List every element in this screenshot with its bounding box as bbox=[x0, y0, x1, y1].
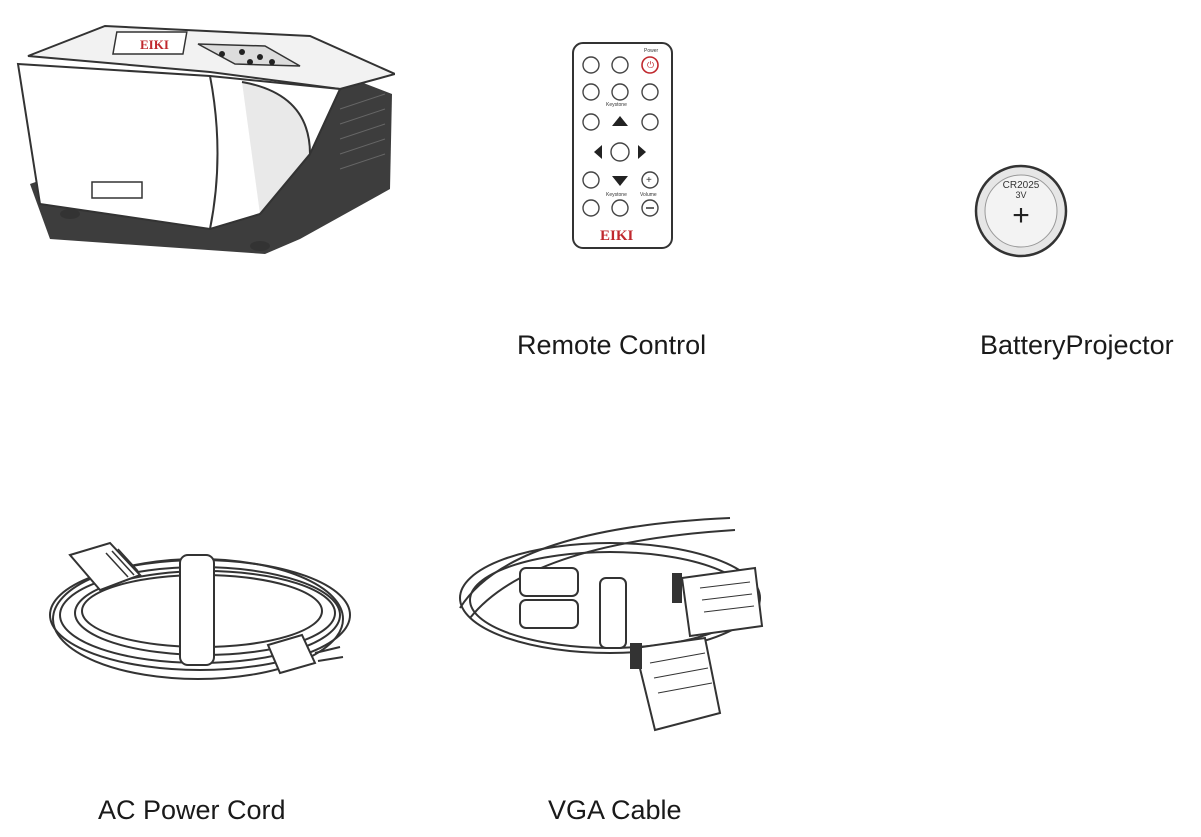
menu-button bbox=[610, 142, 630, 162]
power-cord-image bbox=[40, 535, 360, 695]
arrow-right-icon bbox=[638, 145, 646, 159]
projector-brand: EIKI bbox=[140, 37, 169, 52]
remote-control-caption: Remote Control bbox=[517, 330, 707, 360]
remote-control-icon: Power ⏻ Keystone + Keystone Volume EIKI bbox=[572, 42, 673, 249]
battery-caption: BatteryProjector bbox=[980, 330, 1174, 360]
arrow-down-icon bbox=[612, 176, 628, 186]
projector-icon: EIKI bbox=[16, 24, 395, 254]
battery-model: CR2025 bbox=[1003, 180, 1040, 191]
remote-keystone-label-top: Keystone bbox=[606, 102, 627, 108]
volume-plus-icon: + bbox=[646, 175, 652, 186]
battery-icon: CR2025 3V + bbox=[974, 164, 1068, 258]
power-icon: ⏻ bbox=[647, 60, 654, 70]
remote-control-image: Power ⏻ Keystone + Keystone Volume EIKI bbox=[570, 40, 675, 252]
vga-cable-image bbox=[450, 508, 780, 743]
vga-cable-icon bbox=[459, 517, 764, 732]
battery-plus-icon: + bbox=[1012, 199, 1030, 232]
power-cord-icon bbox=[49, 541, 351, 680]
battery-image: CR2025 3V + bbox=[973, 163, 1073, 263]
power-cord-caption: AC Power Cord bbox=[98, 795, 286, 825]
remote-keystone-label-bottom: Keystone bbox=[606, 192, 627, 198]
arrow-left-icon bbox=[594, 145, 602, 159]
battery-voltage: 3V bbox=[1015, 190, 1026, 200]
projector-image: EIKI bbox=[10, 14, 395, 259]
arrow-up-icon bbox=[612, 116, 628, 126]
remote-brand: EIKI bbox=[600, 228, 634, 244]
remote-volume-label: Volume bbox=[640, 192, 657, 198]
vga-cable-caption: VGA Cable bbox=[548, 795, 682, 825]
remote-power-label: Power bbox=[644, 48, 659, 54]
